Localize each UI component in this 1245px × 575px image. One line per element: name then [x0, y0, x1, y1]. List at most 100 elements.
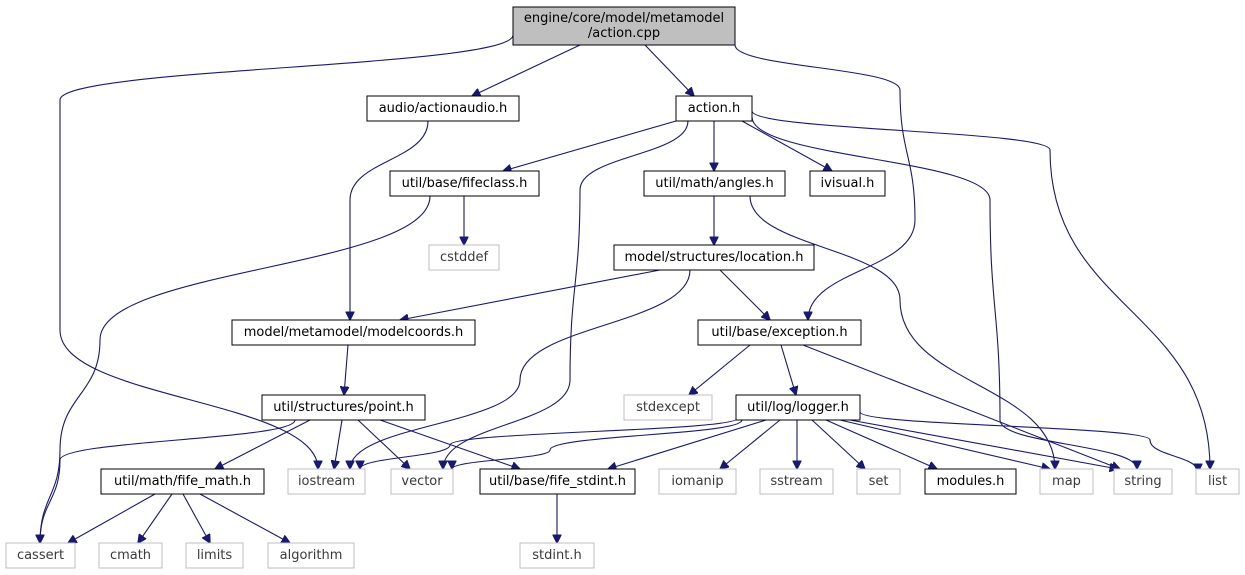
node-action_h-label: action.h: [688, 101, 740, 116]
node-point[interactable]: util/structures/point.h: [261, 394, 426, 421]
edge-logger-to-iomanip: [720, 419, 781, 469]
node-list-box[interactable]: [1195, 468, 1240, 495]
node-fife_stdint[interactable]: util/base/fife_stdint.h: [479, 468, 636, 495]
node-cstddef-box[interactable]: [428, 244, 500, 271]
node-vector-box[interactable]: [390, 468, 454, 495]
node-stdexcept-label: stdexcept: [636, 400, 700, 415]
node-string[interactable]: string: [1113, 468, 1173, 495]
node-angles-label: util/math/angles.h: [655, 176, 774, 191]
edge-exception-to-logger: [780, 344, 796, 395]
edge-action_h-to-list: [751, 110, 1210, 469]
node-map-label: map: [1052, 474, 1081, 489]
node-limits[interactable]: limits: [185, 542, 244, 569]
edge-root-to-exception: [734, 44, 916, 320]
node-exception[interactable]: util/base/exception.h: [697, 319, 862, 346]
node-stdexcept[interactable]: stdexcept: [623, 394, 713, 421]
edge-root-to-iostream: [59, 34, 514, 469]
node-actionaudio-box[interactable]: [366, 95, 520, 122]
node-cstddef[interactable]: cstddef: [428, 244, 500, 271]
node-angles[interactable]: util/math/angles.h: [643, 170, 786, 197]
node-limits-label: limits: [197, 548, 233, 563]
edge-logger-to-modules: [825, 419, 937, 469]
node-map[interactable]: map: [1039, 468, 1094, 495]
node-stdexcept-box[interactable]: [623, 394, 713, 421]
node-logger-label: util/log/logger.h: [747, 400, 849, 415]
node-point-box[interactable]: [261, 394, 426, 421]
node-fifeclass-box[interactable]: [389, 170, 540, 197]
node-cassert-label: cassert: [17, 548, 64, 563]
node-ivisual[interactable]: ivisual.h: [809, 170, 886, 197]
node-modelcoords[interactable]: model/metamodel/modelcoords.h: [231, 319, 476, 346]
node-fife_math-box[interactable]: [100, 468, 265, 495]
node-modelcoords-box[interactable]: [231, 319, 476, 346]
node-cmath-box[interactable]: [98, 542, 163, 569]
node-action_h-box[interactable]: [675, 95, 753, 122]
node-fifeclass-label: util/base/fifeclass.h: [402, 176, 528, 191]
node-action_h[interactable]: action.h: [675, 95, 753, 122]
node-modelcoords-label: model/metamodel/modelcoords.h: [244, 325, 464, 340]
node-modules-label: modules.h: [937, 474, 1005, 489]
node-iomanip-label: iomanip: [671, 474, 723, 489]
node-string-box[interactable]: [1113, 468, 1173, 495]
node-iostream-label: iostream: [298, 474, 355, 489]
node-algorithm[interactable]: algorithm: [267, 542, 355, 569]
node-actionaudio[interactable]: audio/actionaudio.h: [366, 95, 520, 122]
node-root[interactable]: engine/core/model/metamodel/action.cpp: [512, 6, 736, 46]
node-string-label: string: [1124, 474, 1161, 489]
node-set-label: set: [869, 474, 889, 489]
node-algorithm-box[interactable]: [267, 542, 355, 569]
edge-point-to-vector: [357, 419, 410, 469]
node-modules-box[interactable]: [924, 468, 1017, 495]
node-location-box[interactable]: [613, 244, 815, 271]
node-fife_math[interactable]: util/math/fife_math.h: [100, 468, 265, 495]
edge-action_h-to-vector: [443, 120, 689, 469]
edge-location-to-modelcoords: [400, 269, 661, 320]
node-set-box[interactable]: [856, 468, 901, 495]
node-iostream[interactable]: iostream: [287, 468, 366, 495]
node-cmath[interactable]: cmath: [98, 542, 163, 569]
node-set[interactable]: set: [856, 468, 901, 495]
node-map-box[interactable]: [1039, 468, 1094, 495]
node-angles-box[interactable]: [643, 170, 786, 197]
node-modules[interactable]: modules.h: [924, 468, 1017, 495]
edge-logger-to-fife_stdint: [608, 419, 767, 469]
edge-fifeclass-to-cassert: [40, 195, 431, 543]
node-stdint[interactable]: stdint.h: [519, 542, 595, 569]
edge-fife_math-to-cmath: [138, 493, 173, 543]
dependency-nodes: engine/core/model/metamodel/action.cpp au…: [5, 6, 1240, 569]
edge-point-to-fife_math: [215, 419, 311, 469]
node-iostream-box[interactable]: [287, 468, 366, 495]
edge-logger-to-vector: [452, 419, 743, 470]
node-fifeclass[interactable]: util/base/fifeclass.h: [389, 170, 540, 197]
node-stdint-box[interactable]: [519, 542, 595, 569]
node-sstream[interactable]: sstream: [759, 468, 834, 495]
edge-exception-to-string: [802, 344, 1120, 469]
node-cassert-box[interactable]: [5, 542, 76, 569]
node-vector-label: vector: [401, 474, 443, 489]
node-iomanip[interactable]: iomanip: [658, 468, 737, 495]
node-algorithm-label: algorithm: [280, 548, 343, 563]
node-list-label: list: [1208, 474, 1227, 489]
node-limits-box[interactable]: [185, 542, 244, 569]
edge-logger-to-set: [811, 419, 865, 469]
edge-angles-to-map: [749, 195, 1055, 469]
node-root-box[interactable]: [512, 6, 736, 46]
node-logger[interactable]: util/log/logger.h: [735, 394, 861, 421]
edge-logger-to-string: [849, 419, 1118, 469]
node-list[interactable]: list: [1195, 468, 1240, 495]
node-ivisual-box[interactable]: [809, 170, 886, 197]
node-cstddef-label: cstddef: [440, 250, 489, 265]
node-fife_stdint-label: util/base/fife_stdint.h: [489, 474, 626, 489]
node-sstream-box[interactable]: [759, 468, 834, 495]
node-logger-box[interactable]: [735, 394, 861, 421]
node-exception-box[interactable]: [697, 319, 862, 346]
edge-logger-to-iostream: [360, 417, 739, 469]
edge-modelcoords-to-point: [344, 344, 348, 395]
node-location[interactable]: model/structures/location.h: [613, 244, 815, 271]
node-vector[interactable]: vector: [390, 468, 454, 495]
node-root-label: /action.cpp: [588, 26, 660, 41]
node-fife_stdint-box[interactable]: [479, 468, 636, 495]
node-iomanip-box[interactable]: [658, 468, 737, 495]
node-cassert[interactable]: cassert: [5, 542, 76, 569]
